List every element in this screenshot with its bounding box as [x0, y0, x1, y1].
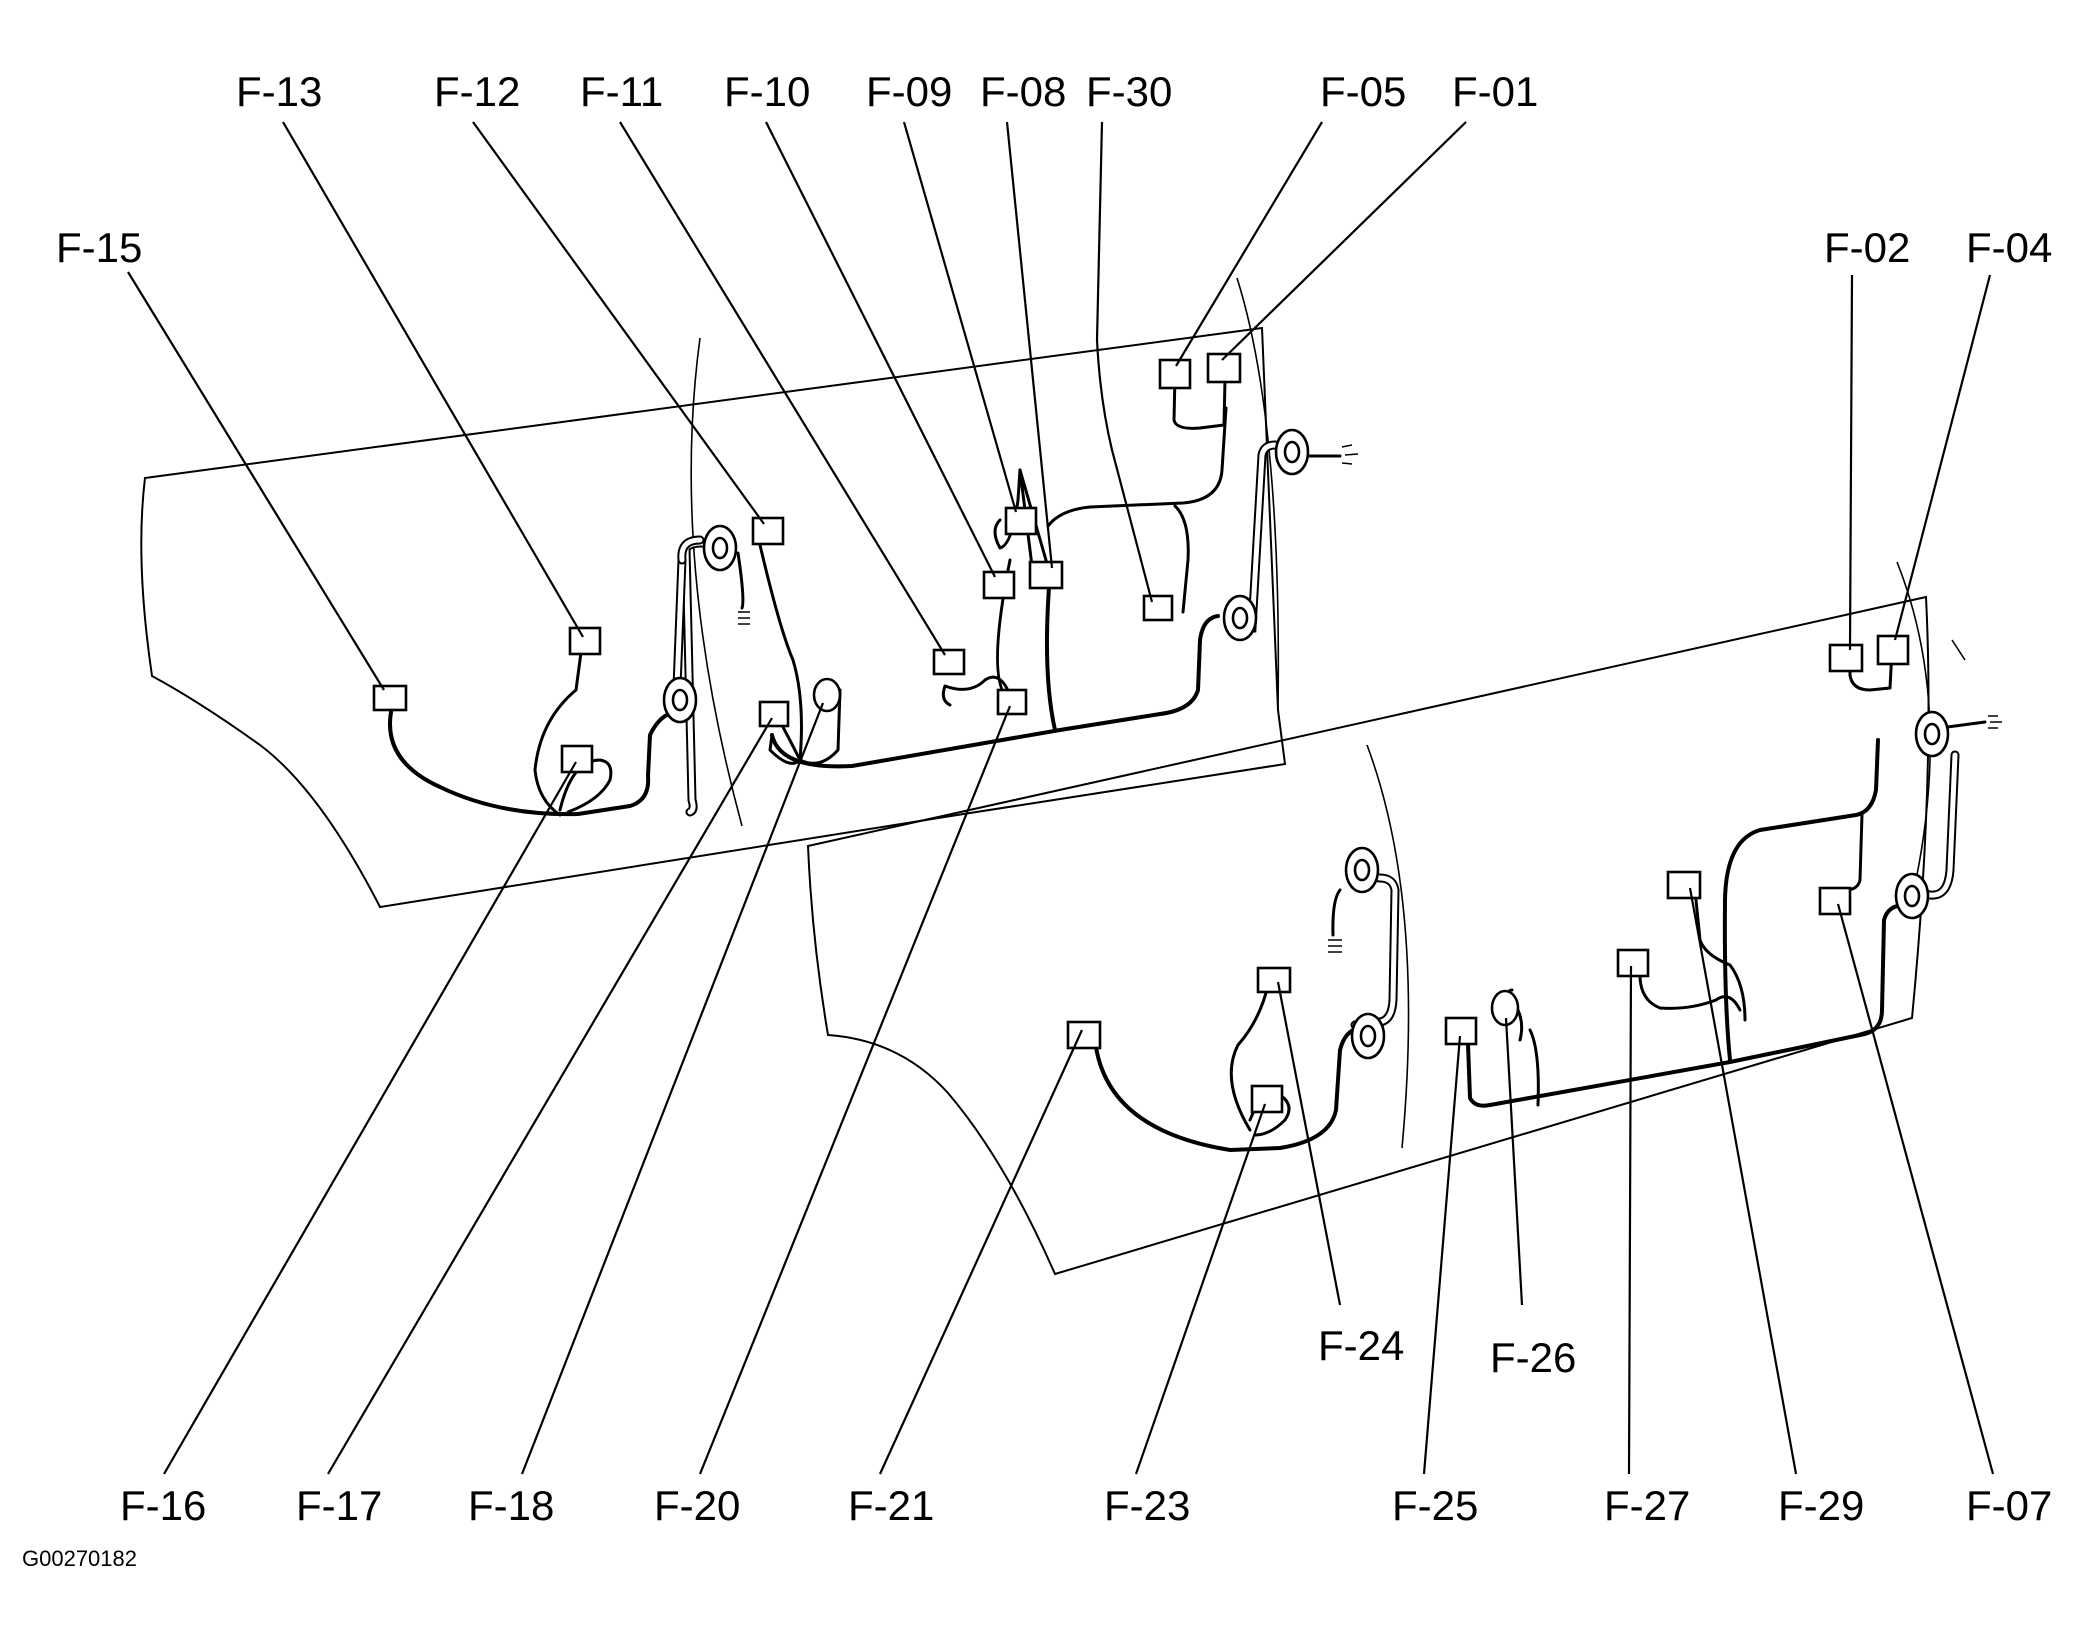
callout-labels: F-13 F-12 F-11 F-10 F-09 F-08 F-30 F-05 … [22, 68, 2052, 1571]
connector-f02 [1828, 643, 1864, 673]
rear-door-panel [806, 561, 1966, 1276]
connector-f15 [372, 684, 408, 712]
label-f30: F-30 [1086, 68, 1172, 115]
label-f29: F-29 [1778, 1482, 1864, 1529]
connector-f05 [1158, 358, 1192, 390]
connector-f11 [932, 648, 966, 676]
connector-f12 [751, 516, 785, 546]
connector-f26 [1490, 989, 1520, 1027]
front-door-panel [140, 277, 1287, 909]
connector-f27 [1616, 948, 1650, 978]
connector-f18 [812, 677, 842, 713]
connector-f25 [1444, 1016, 1478, 1046]
label-f23: F-23 [1104, 1482, 1190, 1529]
label-f07: F-07 [1966, 1482, 2052, 1529]
label-f01: F-01 [1452, 68, 1538, 115]
label-f27: F-27 [1604, 1482, 1690, 1529]
connector-f23 [1250, 1084, 1284, 1114]
connector-f04 [1876, 634, 1910, 666]
connector-f08 [1028, 560, 1064, 590]
label-f15: F-15 [56, 224, 142, 271]
connector-f10 [1004, 506, 1038, 536]
front-door-harness [388, 373, 1359, 817]
label-f26: F-26 [1490, 1334, 1576, 1381]
rear-door-harness [1093, 648, 2002, 1152]
leader-lines [127, 121, 1995, 1475]
connector-f21 [1066, 1020, 1102, 1050]
connector-f16 [560, 744, 594, 774]
front-connectors [372, 352, 1242, 774]
label-f18: F-18 [468, 1482, 554, 1529]
label-f16: F-16 [120, 1482, 206, 1529]
label-f04: F-04 [1966, 224, 2052, 271]
front-grommets [662, 428, 1310, 724]
label-f02: F-02 [1824, 224, 1910, 271]
connector-f09 [982, 570, 1016, 600]
connector-f30 [1142, 594, 1174, 622]
connector-f17 [758, 700, 790, 728]
label-f25: F-25 [1392, 1482, 1478, 1529]
connector-f29 [1666, 870, 1702, 900]
connector-f13 [568, 626, 602, 656]
label-f05: F-05 [1320, 68, 1406, 115]
label-f21: F-21 [848, 1482, 934, 1529]
label-f17: F-17 [296, 1482, 382, 1529]
label-f20: F-20 [654, 1482, 740, 1529]
connector-f20 [996, 688, 1028, 716]
label-f24: F-24 [1318, 1322, 1404, 1369]
rear-grommets [1344, 710, 1950, 1060]
label-f13: F-13 [236, 68, 322, 115]
connector-f24 [1256, 966, 1292, 994]
label-f12: F-12 [434, 68, 520, 115]
connector-f07 [1818, 886, 1852, 916]
label-f08: F-08 [980, 68, 1066, 115]
rear-connectors [1066, 634, 1910, 1114]
label-f10: F-10 [724, 68, 810, 115]
figure-code: G00270182 [22, 1546, 137, 1571]
label-f09: F-09 [866, 68, 952, 115]
label-f11: F-11 [580, 68, 663, 115]
